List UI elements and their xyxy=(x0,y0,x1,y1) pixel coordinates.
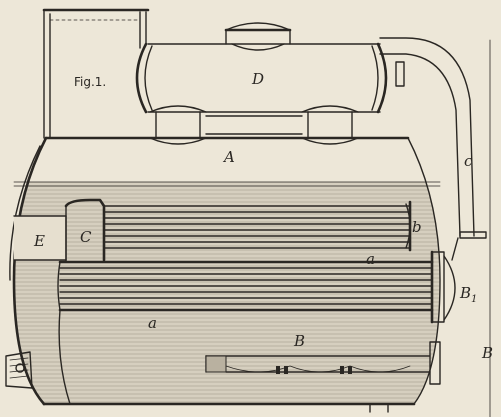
label-d: D xyxy=(251,70,264,88)
smokebox-b1 xyxy=(430,250,456,324)
label-b-inner: B xyxy=(293,332,305,350)
label-a: A xyxy=(222,148,235,166)
pipe-c xyxy=(379,37,487,261)
lower-tube-bank xyxy=(57,260,434,312)
label-b1: B1 xyxy=(459,284,477,305)
upper-tube-bank-b xyxy=(103,200,412,252)
label-b-outer: B xyxy=(481,344,493,362)
label-b: b xyxy=(412,218,422,236)
label-e: E xyxy=(33,232,45,250)
boiler-shell-a xyxy=(9,136,441,406)
furnace-b xyxy=(58,309,441,413)
label-a-lower: a xyxy=(148,314,157,332)
label-c: c xyxy=(464,152,473,170)
fire-door xyxy=(5,351,33,389)
steam-drum-d xyxy=(135,22,388,145)
label-a-upper: a xyxy=(366,250,375,268)
figure-caption: Fig.1. xyxy=(74,75,106,89)
label-c-upper: C xyxy=(80,228,92,246)
chimney xyxy=(42,8,150,139)
